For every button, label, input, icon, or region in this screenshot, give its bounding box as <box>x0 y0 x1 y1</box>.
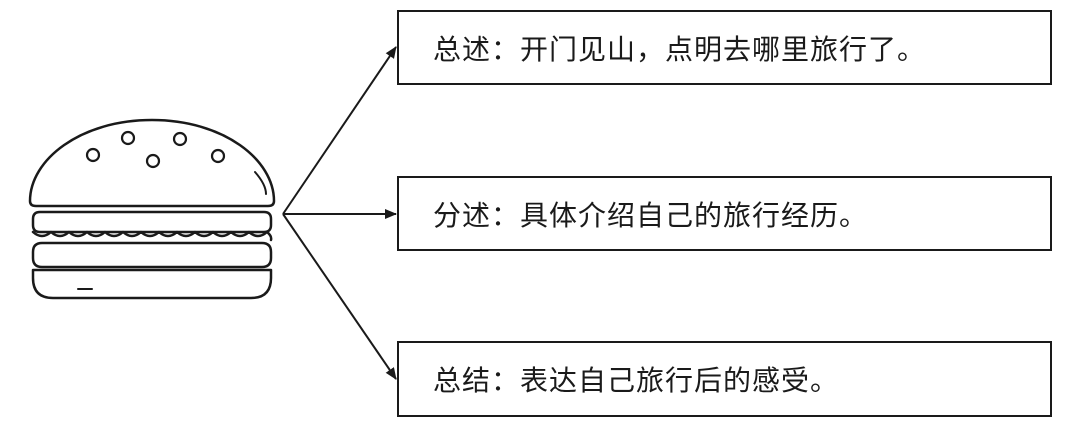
overview-box: 总述：开门见山，点明去哪里旅行了。 <box>397 10 1052 85</box>
patty-layer <box>31 210 273 234</box>
arrow-to-summary <box>282 213 397 380</box>
arrow-to-overview <box>282 46 397 215</box>
summary-box: 总结：表达自己旅行后的感受。 <box>397 341 1052 417</box>
meat-layer <box>31 241 273 269</box>
hamburger-icon <box>28 118 276 300</box>
lettuce-layer <box>31 230 273 242</box>
connector-arrows <box>282 46 397 380</box>
summary-text: 总结：表达自己旅行后的感受。 <box>433 364 840 397</box>
sesame-seeds <box>85 130 226 169</box>
bun-highlight <box>254 171 267 195</box>
overview-text: 总述：开门见山，点明去哪里旅行了。 <box>433 32 927 66</box>
detail-text: 分述：具体介绍自己的旅行经历。 <box>433 198 869 232</box>
bottom-bun <box>31 268 273 300</box>
top-bun <box>28 118 276 208</box>
detail-box: 分述：具体介绍自己的旅行经历。 <box>397 176 1052 251</box>
